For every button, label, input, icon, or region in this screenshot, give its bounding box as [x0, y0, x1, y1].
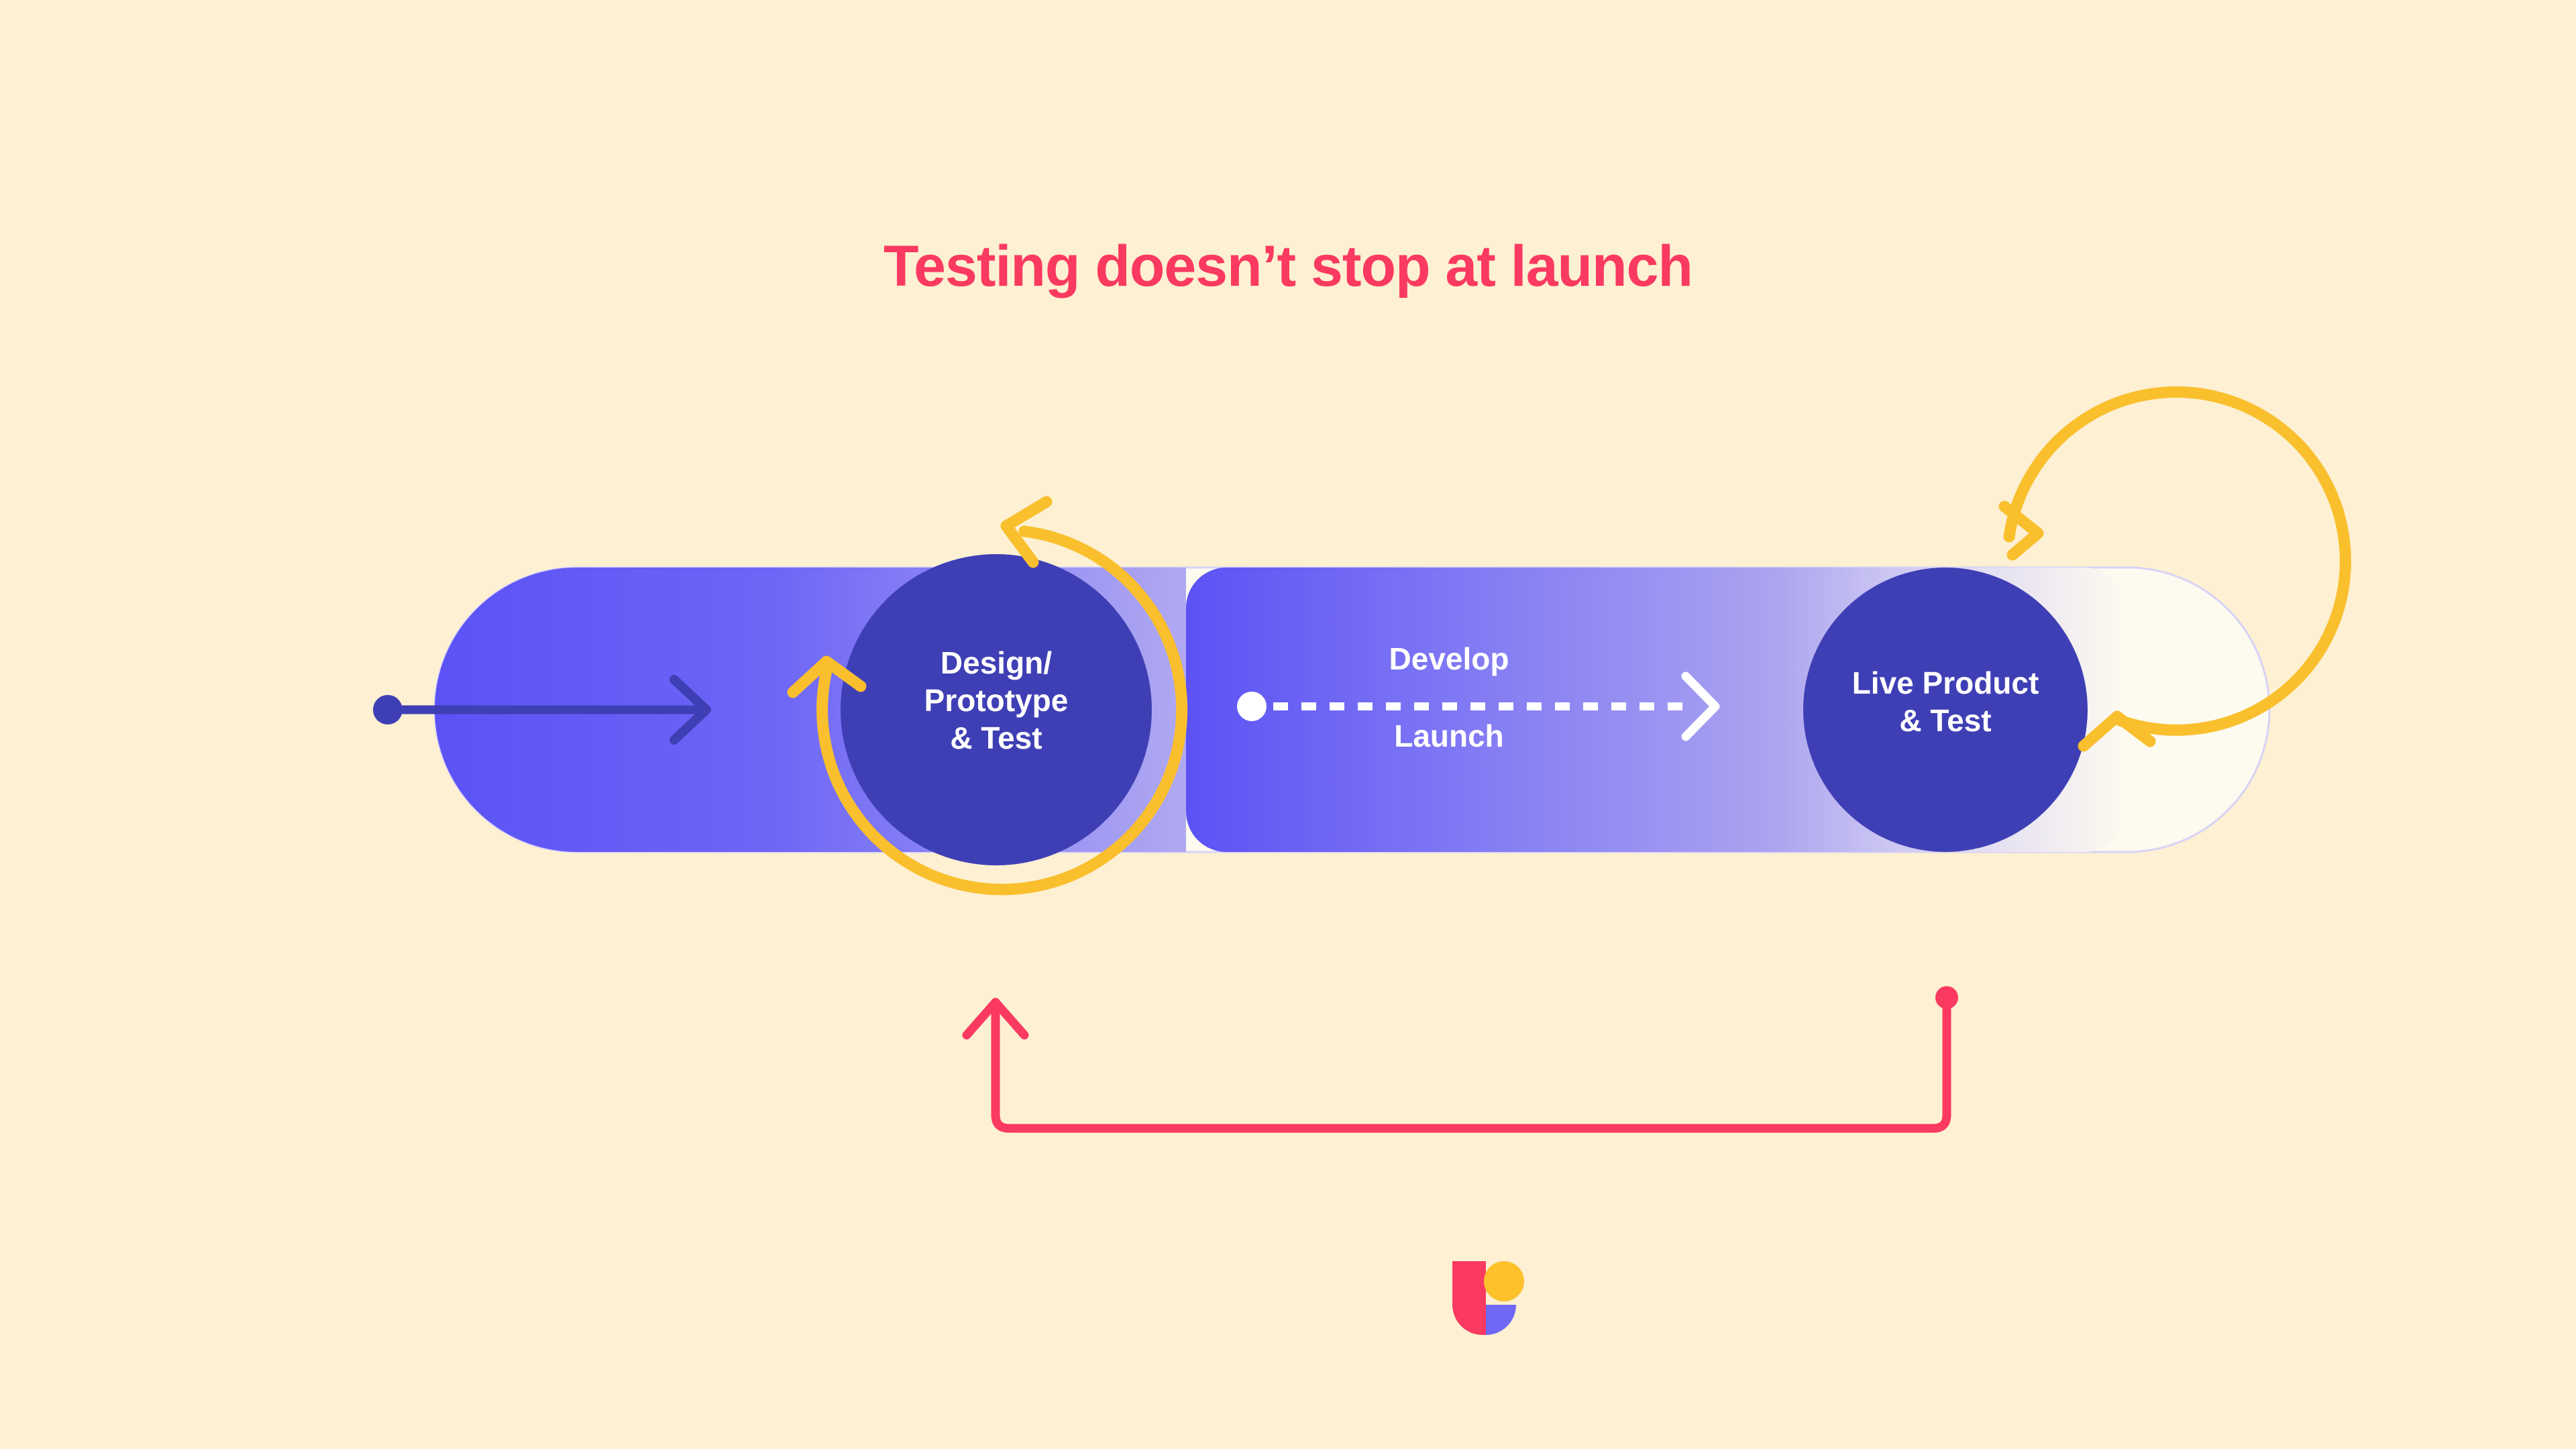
loop-arrow-design-path [816, 525, 1188, 896]
middle-label-launch: Launch [1394, 718, 1504, 753]
usertesting-logo [1452, 1261, 1524, 1335]
loop-arrow-design [787, 496, 1188, 896]
logo-pink-u-left [1452, 1261, 1486, 1335]
entry-arrow [373, 675, 711, 745]
middle-label-develop: Develop [1389, 641, 1509, 676]
arrow-right-icon [1998, 500, 2044, 561]
feedback-arrow-path [991, 999, 1951, 1133]
feedback-arrow-start-dot [1935, 986, 1958, 1009]
arrow-up-icon [962, 998, 1029, 1040]
arrow-up-icon [787, 655, 867, 698]
feedback-arrow [962, 986, 1958, 1133]
loop-arrow-live [1998, 386, 2351, 752]
loop-arrow-live-path [2003, 386, 2351, 736]
stage-circle-live-product-test[interactable] [1803, 568, 2088, 852]
middle-arrow-start-dot [1237, 692, 1267, 721]
stage-circle-design-prototype-test[interactable] [841, 554, 1152, 865]
arrow-left-icon [1000, 496, 1053, 568]
arrow-up-icon [2078, 710, 2156, 752]
logo-yellow-circle [1484, 1261, 1524, 1301]
arrow-right-icon [669, 675, 711, 745]
logo-purple-quarter [1486, 1305, 1516, 1335]
page-title: Testing doesn’t stop at launch [883, 234, 1693, 299]
develop-launch-arrow [1237, 672, 1720, 741]
arrow-right-icon [1681, 672, 1720, 741]
